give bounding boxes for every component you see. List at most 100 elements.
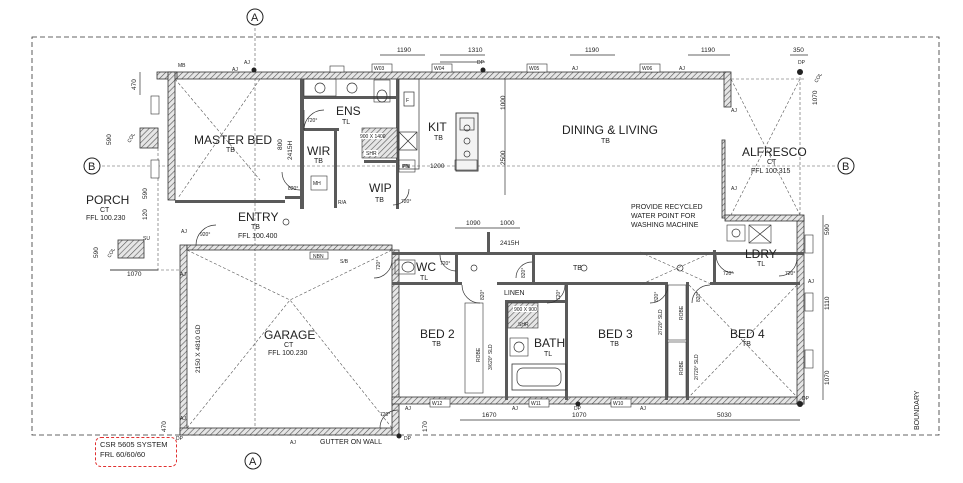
room-bed3: BED 3 TB xyxy=(598,327,633,348)
room-bed4: BED 4 TB xyxy=(730,327,765,348)
svg-text:2415H: 2415H xyxy=(287,141,294,160)
boundary-label: BOUNDARY xyxy=(914,390,921,430)
svg-text:PORCH: PORCH xyxy=(86,193,129,207)
svg-text:AJ: AJ xyxy=(180,272,186,278)
svg-text:BED 2: BED 2 xyxy=(420,327,455,341)
svg-text:LINEN: LINEN xyxy=(504,290,525,297)
svg-text:1110: 1110 xyxy=(824,296,831,310)
svg-text:820°: 820° xyxy=(288,186,298,192)
fire-rating-note: CSR 5605 SYSTEM FRL 60/60/60 xyxy=(95,437,177,467)
svg-text:720°: 720° xyxy=(401,199,411,205)
svg-text:COL: COL xyxy=(127,132,137,144)
svg-text:TL: TL xyxy=(420,275,428,282)
svg-text:DINING & LIVING: DINING & LIVING xyxy=(562,123,658,137)
svg-text:720°: 720° xyxy=(556,290,562,300)
svg-text:720°: 720° xyxy=(785,271,795,277)
svg-text:B: B xyxy=(842,161,849,173)
svg-text:DP: DP xyxy=(404,436,412,442)
svg-text:PN: PN xyxy=(402,164,409,170)
svg-text:TB: TB xyxy=(434,135,443,142)
robes: ROBE ROBE ROBE 3/620° SLD 2/720° SLD 2/7… xyxy=(464,284,700,398)
svg-text:720°: 720° xyxy=(380,412,390,418)
svg-text:TL: TL xyxy=(757,261,765,268)
svg-text:1070: 1070 xyxy=(812,90,819,105)
svg-text:WIR: WIR xyxy=(307,144,331,158)
svg-text:820°: 820° xyxy=(480,290,486,300)
svg-text:470: 470 xyxy=(131,79,138,90)
svg-text:NBN: NBN xyxy=(313,254,324,260)
svg-text:COL: COL xyxy=(107,247,117,259)
svg-text:W06: W06 xyxy=(642,66,653,72)
svg-text:FFL 100.400: FFL 100.400 xyxy=(238,233,278,240)
svg-text:DP: DP xyxy=(574,406,582,412)
svg-text:720°: 720° xyxy=(723,271,733,277)
svg-text:2/720° SLD: 2/720° SLD xyxy=(694,354,700,380)
room-master-bed: MASTER BED TB xyxy=(194,133,272,154)
svg-text:AJ: AJ xyxy=(572,66,578,72)
svg-text:PROVIDE RECYCLED: PROVIDE RECYCLED xyxy=(631,204,703,211)
room-garage: GARAGE CT FFL 100.230 xyxy=(264,328,315,357)
svg-text:COL: COL xyxy=(814,72,824,84)
room-wip: WIP TB xyxy=(369,181,392,204)
svg-text:F: F xyxy=(406,98,409,104)
svg-text:FFL 100.230: FFL 100.230 xyxy=(268,350,308,357)
svg-text:AJ: AJ xyxy=(244,60,250,66)
svg-text:A: A xyxy=(249,456,257,468)
csr-system-label: CSR 5605 SYSTEM xyxy=(100,440,168,449)
svg-text:AJ: AJ xyxy=(679,66,685,72)
room-ldry: LDRY TL xyxy=(745,247,777,268)
svg-text:ROBE: ROBE xyxy=(476,347,482,362)
svg-text:B: B xyxy=(88,161,95,173)
svg-text:TB: TB xyxy=(375,197,384,204)
svg-text:1200: 1200 xyxy=(430,163,445,170)
room-wir: WIR TB xyxy=(307,144,331,165)
internal-walls xyxy=(175,79,804,400)
svg-text:KIT: KIT xyxy=(428,120,447,134)
svg-text:720°: 720° xyxy=(440,261,450,267)
svg-text:920°: 920° xyxy=(200,232,210,238)
svg-text:TB: TB xyxy=(601,138,610,145)
svg-text:WASHING MACHINE: WASHING MACHINE xyxy=(631,222,699,229)
section-marker-a-bottom: A xyxy=(244,452,262,470)
svg-text:PN: PN xyxy=(403,164,410,170)
svg-text:720°: 720° xyxy=(376,260,382,270)
room-linen: LINEN xyxy=(504,290,525,297)
svg-text:MASTER BED: MASTER BED xyxy=(194,133,272,147)
svg-text:AJ: AJ xyxy=(808,279,814,285)
svg-text:W10: W10 xyxy=(613,401,624,407)
ensuite-fixtures: 900 X 1400 SHR xyxy=(303,78,398,159)
svg-text:TB: TB xyxy=(251,224,260,231)
svg-text:SHR: SHR xyxy=(366,151,377,157)
recycled-water-note: PROVIDE RECYCLED WATER POINT FOR WASHING… xyxy=(631,204,703,229)
svg-text:2150 X 4810 GD: 2150 X 4810 GD xyxy=(195,324,202,373)
svg-text:AJ: AJ xyxy=(232,67,238,73)
svg-text:2500: 2500 xyxy=(500,150,507,165)
svg-text:AJ: AJ xyxy=(512,406,518,412)
svg-text:1070: 1070 xyxy=(572,412,587,419)
svg-text:DP: DP xyxy=(477,60,485,66)
svg-text:A: A xyxy=(251,12,259,24)
top-dimensions: 1190 1310 1190 1190 350 xyxy=(380,47,808,63)
svg-text:FFL 100.315: FFL 100.315 xyxy=(751,168,791,175)
svg-text:W05: W05 xyxy=(529,66,540,72)
boundary-line: BOUNDARY xyxy=(31,36,940,436)
porch-column-top xyxy=(139,127,159,149)
svg-text:2415H: 2415H xyxy=(500,240,519,247)
svg-text:MH: MH xyxy=(313,181,321,187)
room-wc: WC TL xyxy=(416,260,436,282)
svg-text:590: 590 xyxy=(824,224,831,235)
svg-text:TB: TB xyxy=(226,147,235,154)
svg-text:GARAGE: GARAGE xyxy=(264,328,315,342)
bath-fixtures: 900 X 900 SHR xyxy=(394,224,772,391)
section-marker-b-right: B xyxy=(837,157,855,175)
svg-text:AJ: AJ xyxy=(731,108,737,114)
svg-text:AJ: AJ xyxy=(290,440,296,446)
svg-text:DP: DP xyxy=(176,436,184,442)
svg-text:W04: W04 xyxy=(434,66,445,72)
svg-text:WIP: WIP xyxy=(369,181,392,195)
room-alfresco: ALFRESCO CT FFL 100.315 xyxy=(742,145,807,175)
svg-text:ENS: ENS xyxy=(336,104,361,118)
svg-text:1670: 1670 xyxy=(482,412,497,419)
svg-text:820°: 820° xyxy=(654,292,660,302)
